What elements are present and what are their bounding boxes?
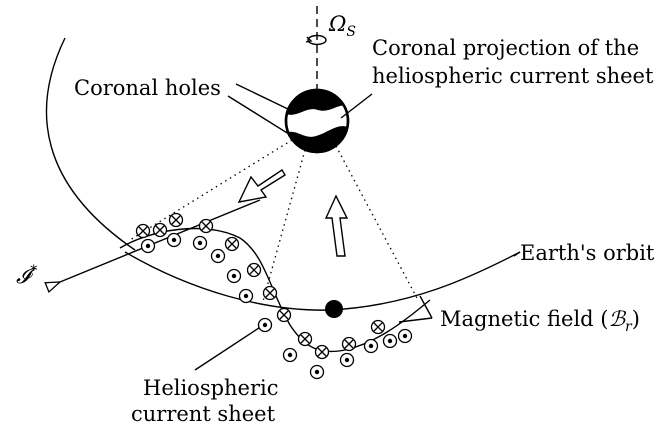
outer-arc <box>45 37 136 251</box>
field-outward-marker <box>140 238 156 254</box>
field-outward-marker <box>282 347 298 363</box>
field-outward-marker <box>210 248 226 264</box>
field-outward-marker <box>309 364 325 380</box>
field-inward-marker <box>198 218 214 234</box>
field-inward-marker <box>341 336 357 352</box>
field-outward-marker <box>363 338 379 354</box>
omega-label: ΩS <box>328 12 356 40</box>
field-inward-marker <box>152 222 168 238</box>
field-outward-marker <box>226 268 242 284</box>
earth-orbit <box>124 251 521 311</box>
direction-label: 𝓘* <box>16 263 37 288</box>
field-outward-marker <box>192 235 208 251</box>
coronal-projection-label-line1: Coronal projection of the <box>372 36 639 60</box>
field-outward-marker <box>238 288 254 304</box>
field-outward-marker <box>339 352 355 368</box>
hcs-label-line2: current sheet <box>131 402 276 426</box>
hcs-label-line1: Heliospheric <box>143 376 279 400</box>
earths-orbit-label: Earth's orbit <box>520 241 655 265</box>
inflow-arrow <box>324 194 349 257</box>
field-inward-marker <box>262 285 278 301</box>
field-inward-marker <box>224 236 240 252</box>
field-inward-marker <box>246 262 262 278</box>
sun <box>284 88 350 154</box>
field-outward-marker <box>257 317 273 333</box>
direction-line <box>60 199 261 282</box>
field-outward-marker <box>382 333 398 349</box>
rotation-axis <box>305 6 327 90</box>
field-inward-marker <box>135 223 151 239</box>
field-outward-marker <box>397 328 413 344</box>
field-inward-marker <box>297 331 313 347</box>
magnetic-field-label: Magnetic field (ℬr) <box>440 307 640 335</box>
outflow-arrow <box>237 169 286 203</box>
coronal-projection-label-line2: heliospheric current sheet <box>372 64 654 88</box>
magnetic-field-markers <box>135 212 413 380</box>
field-inward-marker <box>370 319 386 335</box>
earth <box>325 300 343 318</box>
field-outward-marker <box>166 232 182 248</box>
leader-lines <box>194 83 433 371</box>
field-inward-marker <box>314 344 330 360</box>
coronal-holes-label: Coronal holes <box>74 76 221 100</box>
field-inward-marker <box>276 307 292 323</box>
field-inward-marker <box>168 212 184 228</box>
